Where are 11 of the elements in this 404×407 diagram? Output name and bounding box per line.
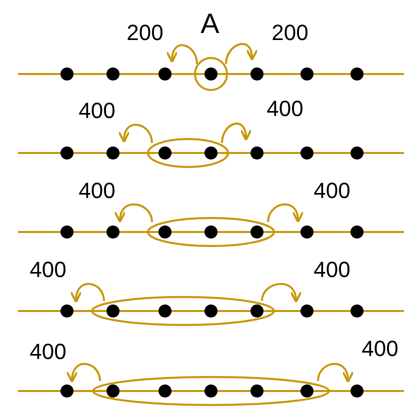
count-label: 200	[272, 20, 308, 45]
count-label: 400	[30, 339, 66, 364]
count-label: 400	[30, 257, 66, 282]
count-label: 400	[78, 178, 116, 203]
count-label: 400	[314, 257, 350, 282]
count-label: 200	[126, 20, 164, 45]
count-label: 400	[314, 178, 350, 203]
position-label: A	[200, 8, 220, 39]
count-label: 400	[266, 96, 304, 121]
count-label: 400	[362, 336, 398, 361]
count-label: 400	[78, 98, 116, 123]
